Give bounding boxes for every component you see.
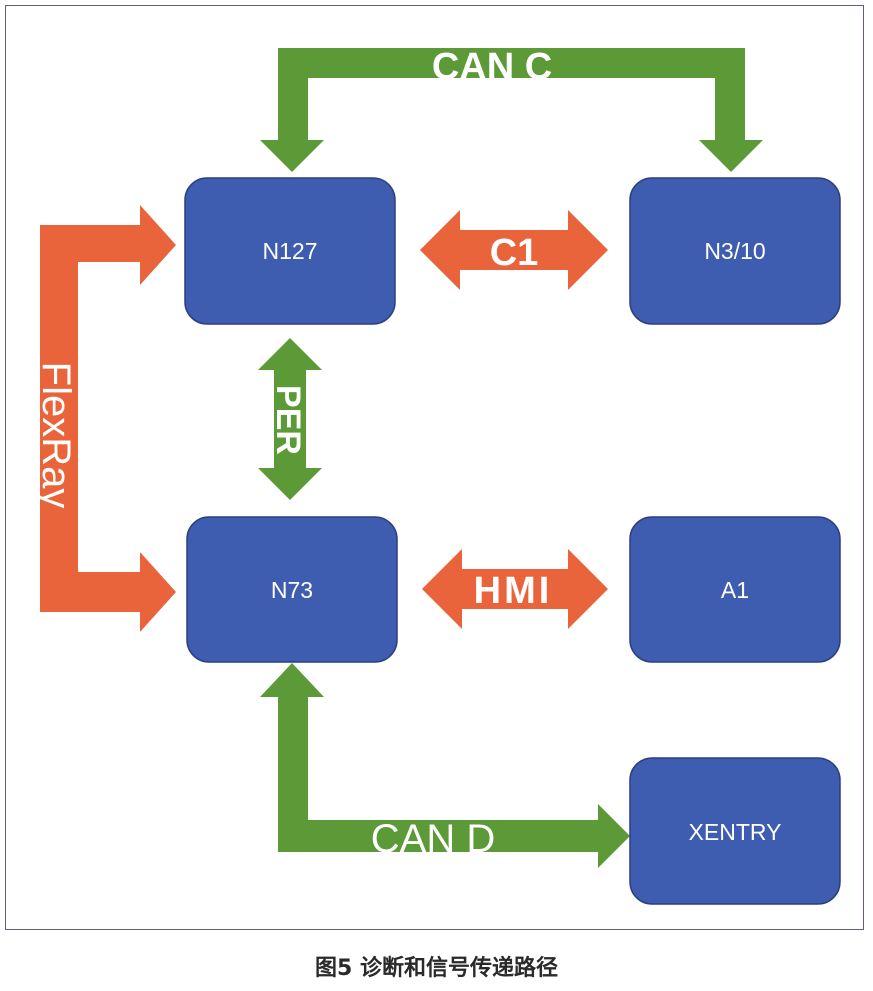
hmi-label: HMI <box>474 570 553 612</box>
node-n127-label: N127 <box>263 238 318 264</box>
can-d-connector: CAN D <box>260 663 630 868</box>
figure-caption: 图5 诊断和信号传递路径 <box>315 956 558 981</box>
node-xentry-box <box>629 757 841 905</box>
node-a1-box <box>629 516 841 663</box>
node-a1-label: A1 <box>721 577 749 603</box>
hmi-arrow <box>422 549 608 629</box>
flexray-arrow <box>40 205 176 632</box>
node-n73: N73 <box>186 516 398 663</box>
can-c-arrow <box>260 48 763 172</box>
node-n73-box <box>186 516 398 663</box>
c1-arrow <box>420 210 608 290</box>
hmi-connector: HMI <box>422 549 608 629</box>
per-connector: PER <box>258 338 322 500</box>
node-xentry-label: XENTRY <box>689 819 782 845</box>
node-a1: A1 <box>629 516 841 663</box>
flexray-connector: FlexRay <box>34 205 176 632</box>
node-n310-box <box>629 177 841 325</box>
node-n310-label: N3/10 <box>704 238 765 264</box>
can-d-arrow <box>260 663 630 868</box>
per-label: PER <box>269 385 307 455</box>
can-c-label: CAN C <box>432 46 552 88</box>
node-n127: N127 <box>184 177 396 325</box>
node-n127-box <box>184 177 396 325</box>
network-diagram: CAN C FlexRay C1 PER HMI CAN D N127 N3/1… <box>34 46 841 905</box>
per-arrow <box>258 338 322 500</box>
c1-label: C1 <box>490 232 539 274</box>
node-n73-label: N73 <box>271 577 313 603</box>
node-n310: N3/10 <box>629 177 841 325</box>
c1-connector: C1 <box>420 210 608 290</box>
flexray-label: FlexRay <box>34 362 78 509</box>
node-xentry: XENTRY <box>629 757 841 905</box>
can-d-label: CAN D <box>371 817 495 861</box>
can-c-connector: CAN C <box>260 46 763 172</box>
